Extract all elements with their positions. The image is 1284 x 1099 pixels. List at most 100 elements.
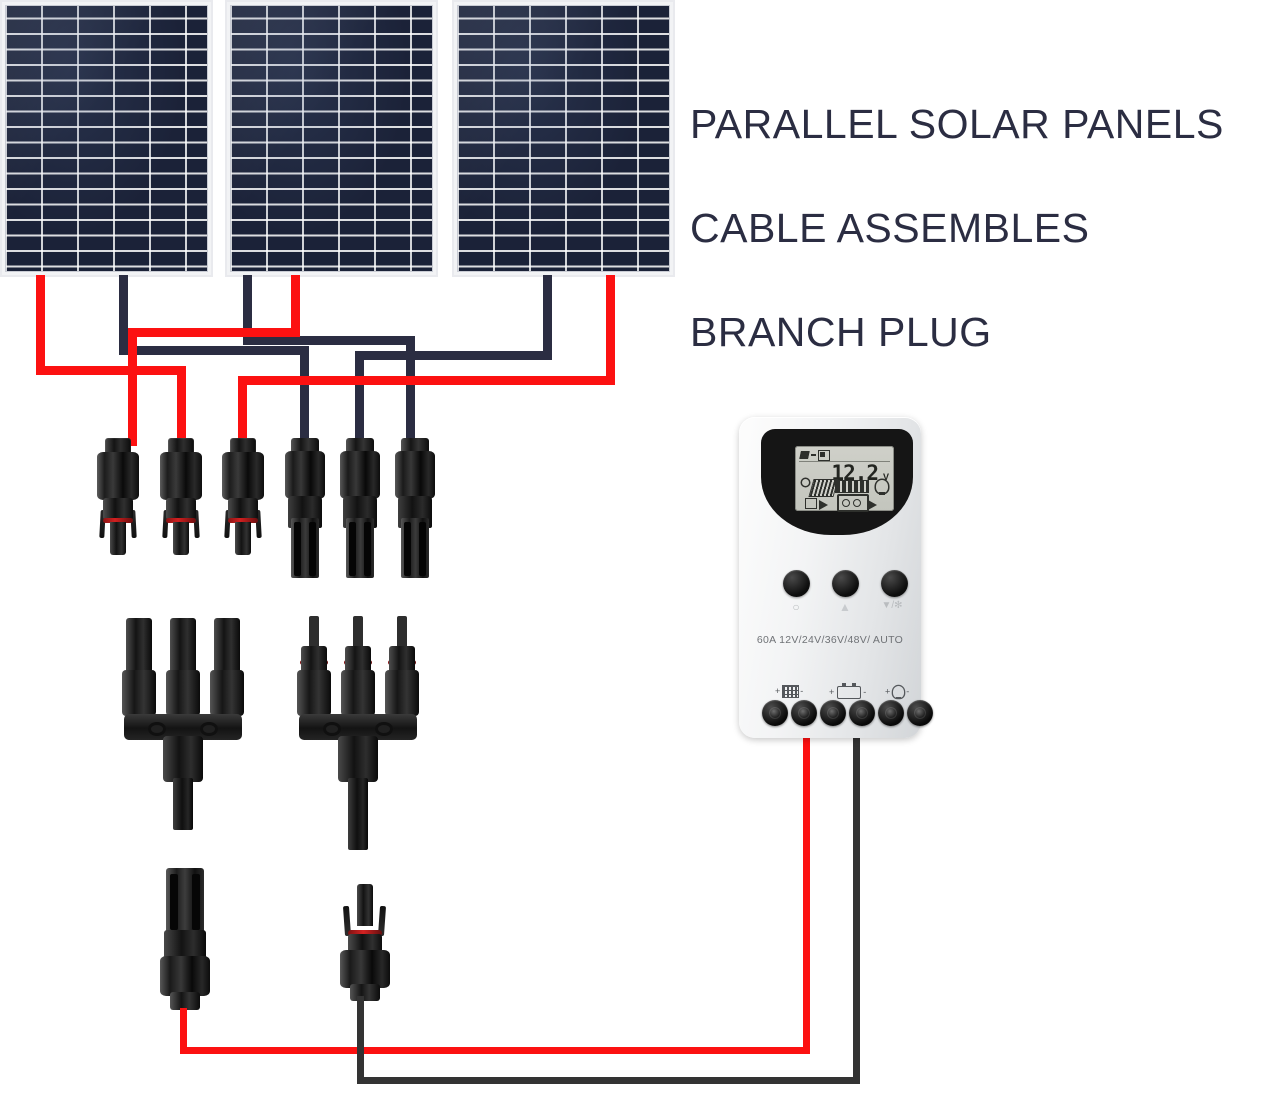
- branch-tail: [173, 778, 193, 830]
- terminal-screw-battery-positive[interactable]: [820, 700, 846, 726]
- solar-panel-2: [225, 0, 438, 277]
- light-bulb-icon: [893, 686, 904, 699]
- solar-panel-icon: [782, 686, 798, 698]
- wire-p3-positive-vertical: [606, 275, 615, 385]
- lcd-status-bar: [799, 450, 890, 462]
- wire-output-positive-up: [803, 735, 810, 1051]
- load-light-button[interactable]: [881, 570, 908, 597]
- load-terminal-group-label: + -: [885, 686, 910, 699]
- wire-p2-negative-horizontal: [243, 336, 415, 345]
- solar-cells: [5, 2, 208, 273]
- wire-p3-positive-horizontal: [238, 376, 615, 385]
- sleeve-slot-right: [192, 874, 200, 930]
- lcd-dash-icon: [811, 454, 816, 456]
- up-button[interactable]: [832, 570, 859, 597]
- lcd-battery-status-icon: [799, 451, 810, 459]
- wire-output-negative-down: [357, 996, 364, 1084]
- branch-leg-skirt-2: [341, 670, 375, 716]
- sleeve-slot-left: [404, 522, 411, 576]
- wire-p3-negative-drop: [355, 351, 364, 446]
- wire-p2-positive-vertical: [291, 275, 300, 337]
- terminal-screw-pv-positive[interactable]: [762, 700, 788, 726]
- mc4-male-output-connector: [338, 884, 392, 1004]
- branch-cap-wire-3: [397, 616, 407, 650]
- page-title: PARALLEL SOLAR PANELS CABLE ASSEMBLES BR…: [690, 46, 1284, 410]
- connector-barrel: [97, 452, 139, 500]
- wire-p1-positive-drop: [177, 366, 186, 446]
- terminal-screw-pv-negative[interactable]: [791, 700, 817, 726]
- branch-connector-male: [293, 616, 423, 850]
- terminal-screw-load-positive[interactable]: [878, 700, 904, 726]
- power-button[interactable]: [783, 570, 810, 597]
- lcd-light-bulb-icon: [876, 480, 888, 495]
- up-arrow-icon: ▲: [839, 600, 851, 614]
- lcd-square-icon: [818, 450, 830, 461]
- wire-p2-negative-drop: [406, 336, 415, 446]
- connector-barrel: [340, 950, 390, 988]
- cable-nut: [105, 438, 131, 455]
- connector-mid: [228, 498, 258, 520]
- lcd-panel-box-icon: [805, 498, 817, 509]
- branch-mount-ear-right: [200, 722, 218, 736]
- sleeve-slot-right: [364, 522, 371, 576]
- wire-p1-negative-drop: [300, 346, 309, 446]
- cable-nut: [291, 438, 319, 454]
- branch-mount-ear-right: [375, 722, 393, 736]
- branch-leg-skirt-2: [166, 670, 200, 716]
- battery-icon: [836, 683, 861, 699]
- connector-mid: [166, 498, 196, 520]
- wire-p2-positive-horizontal: [128, 328, 300, 337]
- sleeve-slot-left: [170, 874, 178, 930]
- connector-pin: [110, 522, 126, 555]
- branch-leg-skirt-3: [210, 670, 244, 716]
- terminal-screw-battery-negative[interactable]: [849, 700, 875, 726]
- sleeve-slot-right: [419, 522, 426, 576]
- cable-nut: [350, 984, 380, 1001]
- lcd-display: 12.2 V: [795, 446, 894, 512]
- lcd-battery-level-bars: [835, 480, 869, 493]
- cable-nut: [346, 438, 374, 454]
- branch-stem: [338, 736, 378, 782]
- connector-barrel: [285, 451, 325, 499]
- connector-mid: [103, 498, 133, 520]
- connector-mid: [348, 934, 382, 954]
- solar-cells: [457, 2, 670, 273]
- wire-p3-negative-horizontal: [355, 351, 552, 360]
- title-line-1: PARALLEL SOLAR PANELS: [690, 101, 1224, 147]
- branch-connector-female: [118, 618, 248, 833]
- branch-tail: [348, 778, 368, 850]
- cable-nut: [401, 438, 429, 454]
- power-clock-icon: ○: [792, 600, 800, 614]
- seal-ring: [166, 518, 196, 523]
- connector-barrel: [160, 452, 202, 500]
- sleeve-slot-left: [349, 522, 356, 576]
- wire-p2-positive-drop: [128, 328, 137, 446]
- battery-plus-sign: +: [829, 686, 835, 697]
- title-line-3: BRANCH PLUG: [690, 309, 992, 355]
- battery-minus-sign: -: [863, 686, 867, 697]
- wire-output-positive-horizontal: [180, 1047, 810, 1054]
- seal-ring: [228, 518, 258, 523]
- solar-cells: [230, 2, 433, 273]
- connector-pin: [357, 884, 373, 926]
- pv-minus-sign: -: [800, 686, 804, 696]
- branch-stem: [163, 736, 203, 782]
- branch-cap-wire-2: [353, 616, 363, 650]
- connector-pin: [235, 522, 251, 555]
- pv-terminal-group-label: + -: [775, 686, 804, 698]
- wire-output-negative-horizontal: [357, 1077, 860, 1084]
- terminal-screw-load-negative[interactable]: [907, 700, 933, 726]
- lcd-sun-icon: [802, 479, 809, 486]
- controller-model-label: 60A 12V/24V/36V/48V/ AUTO: [756, 634, 904, 646]
- wire-p3-negative-vertical: [543, 275, 552, 360]
- connector-barrel: [340, 451, 380, 499]
- lcd-solar-panel-icon: [809, 480, 838, 496]
- down-arrow-light-icon: ▼/✻: [881, 600, 903, 611]
- lcd-voltage-unit: V: [882, 472, 889, 482]
- load-minus-sign: -: [906, 686, 910, 697]
- branch-leg-skirt-3: [385, 670, 419, 716]
- panel-frame: [227, 2, 436, 275]
- wire-p1-positive-vertical: [36, 275, 45, 375]
- battery-terminal-group-label: + -: [829, 683, 867, 699]
